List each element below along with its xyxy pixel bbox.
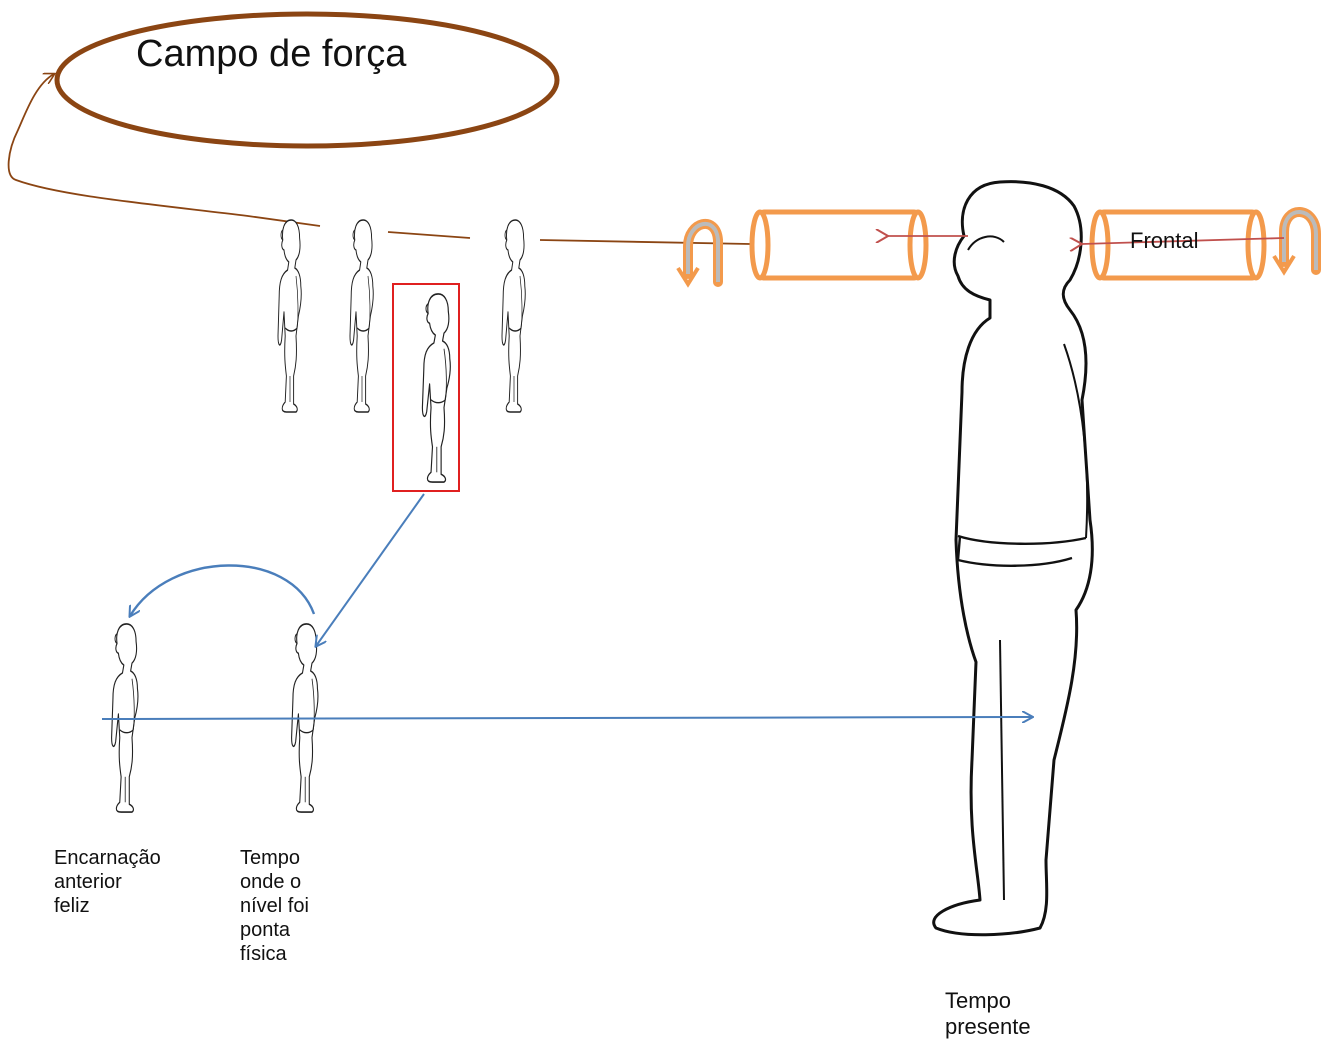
- rotation-arrow-left-icon: [676, 218, 723, 288]
- force-field-label: Campo de força: [136, 33, 407, 75]
- highlighted-figure: [421, 293, 452, 483]
- previous-incarnation-label: Encarnação anterior feliz: [54, 847, 161, 917]
- small-figure-2: [349, 219, 375, 413]
- small-figure-3: [501, 219, 527, 413]
- blue-arrow-diagonal: [316, 493, 425, 646]
- red-arrow-right: [1082, 238, 1285, 244]
- cylinder-left-icon: [749, 209, 929, 281]
- frontal-label: Frontal: [1130, 228, 1199, 253]
- blue-arrow-arc: [130, 564, 316, 616]
- present-time-label: Tempo presente: [945, 988, 1031, 1039]
- small-figure-1: [277, 219, 303, 413]
- highlight-box: [392, 283, 460, 492]
- peak-time-label: Tempo onde o nível foi ponta física: [240, 847, 309, 965]
- large-figure-present: [932, 180, 1094, 937]
- cylinder-right-icon: [1089, 209, 1267, 281]
- blue-arrow-timeline: [101, 717, 1032, 719]
- rotation-arrow-right-icon: [1272, 207, 1321, 276]
